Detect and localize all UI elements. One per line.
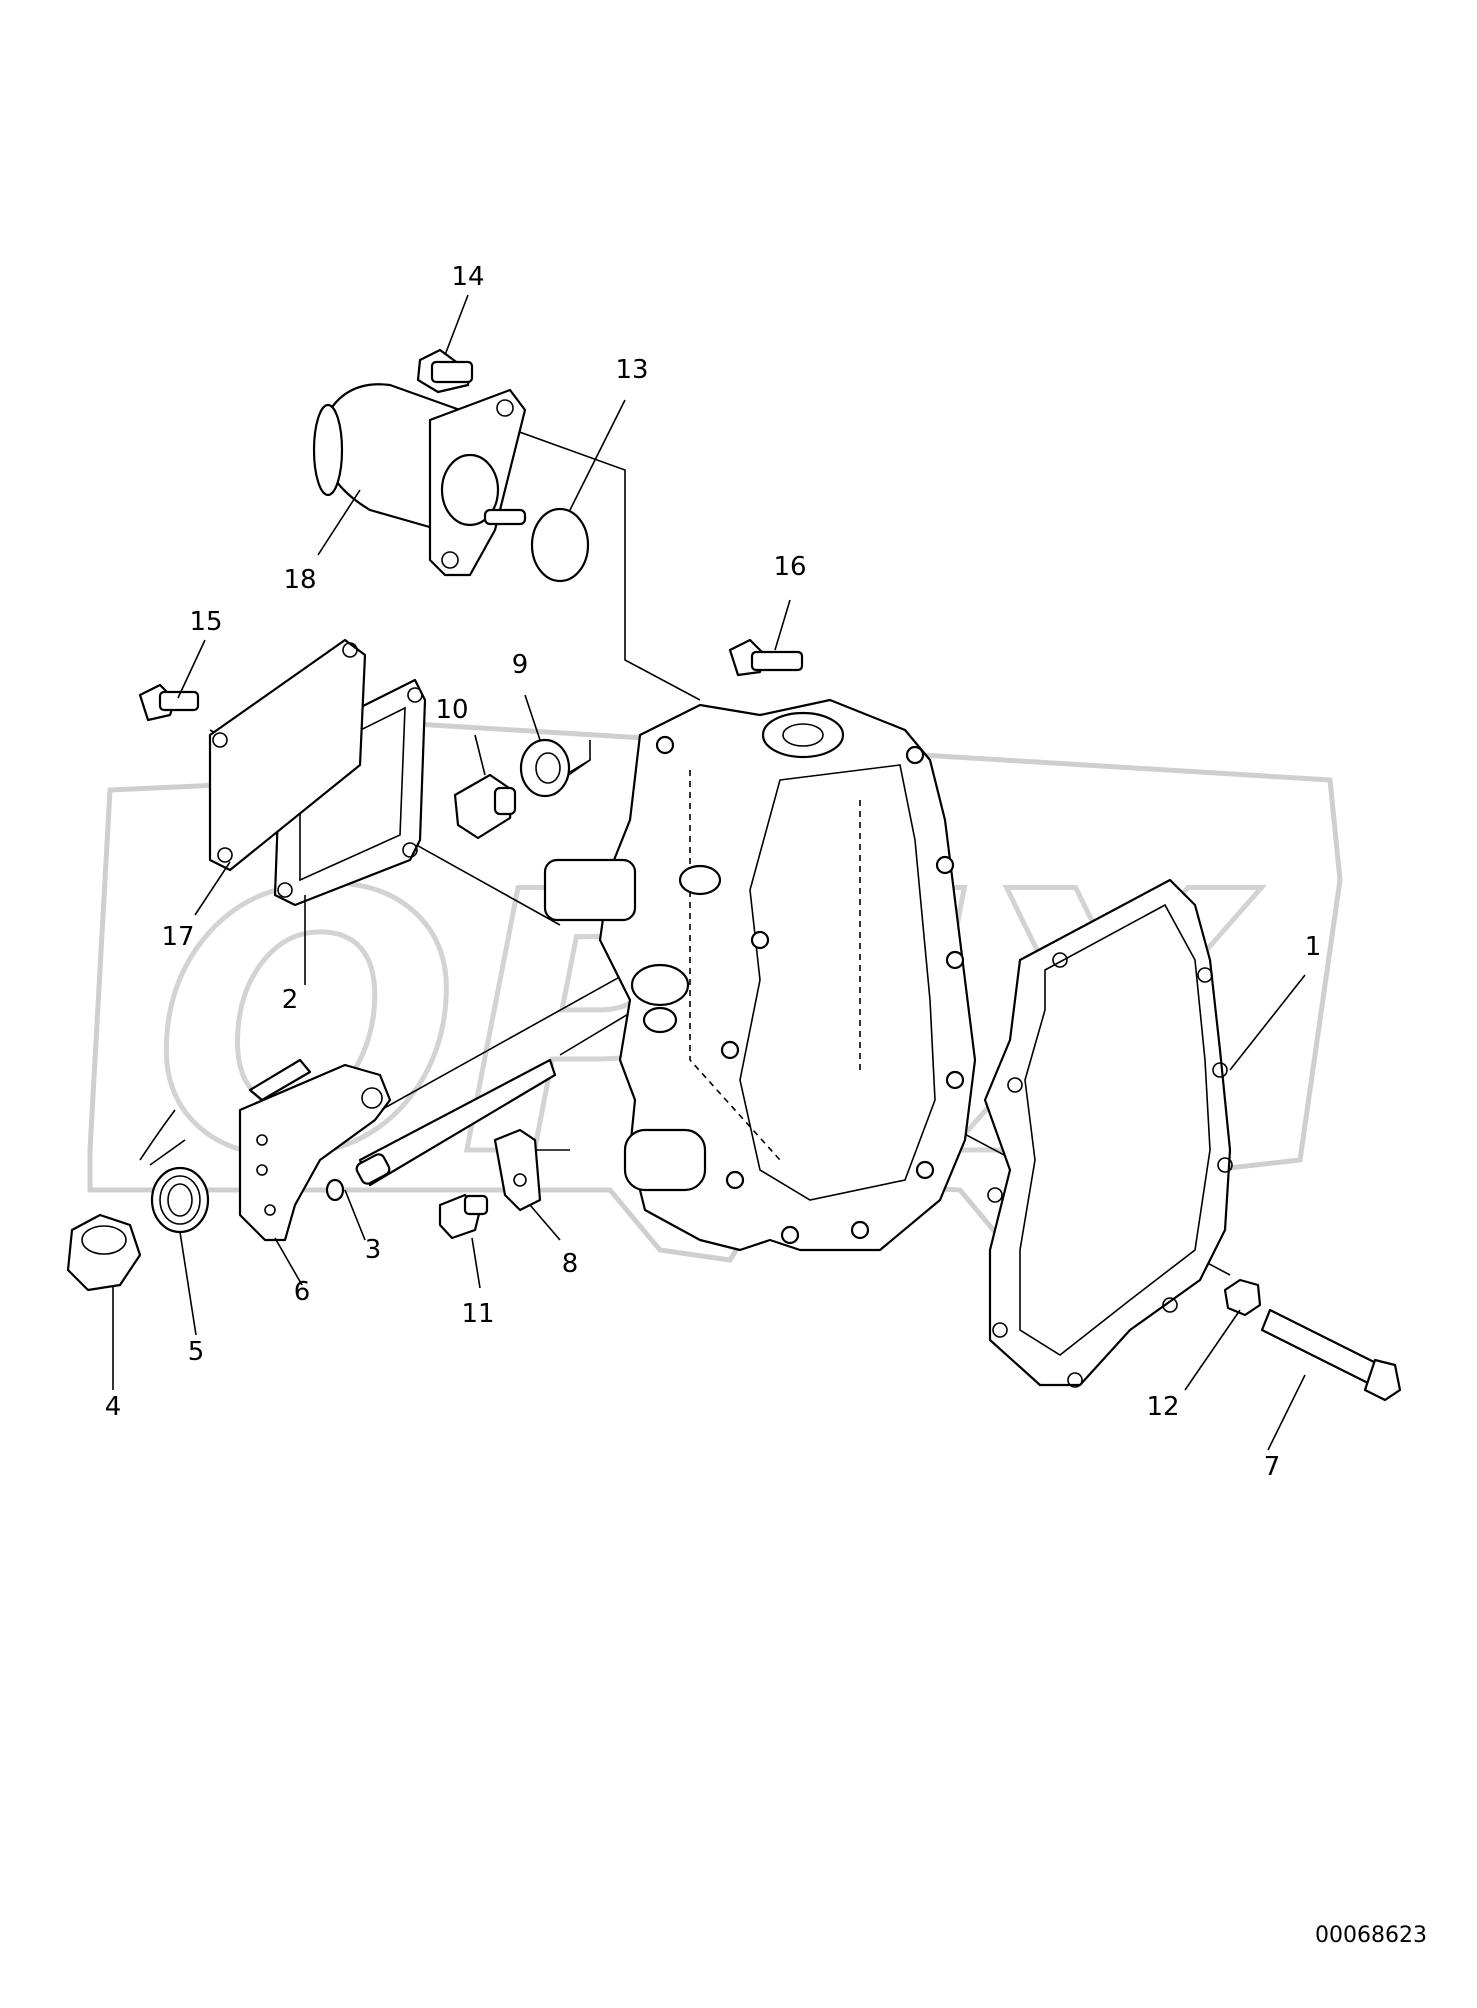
o-ring-disc [530,507,590,583]
gasket-large [983,878,1233,1388]
solenoid [312,383,527,577]
callout-4: 4 [105,1392,122,1422]
callout-labels: 1 2 3 4 5 6 7 8 9 10 11 12 13 14 15 16 1… [105,262,1322,1482]
plug-4 [66,1213,142,1292]
cover-plate [208,638,367,872]
shaft [355,1058,557,1187]
callout-6: 6 [294,1277,311,1307]
small-o-ring [325,1178,345,1202]
callout-18: 18 [283,565,316,595]
callout-7: 7 [1264,1452,1281,1482]
callout-16: 16 [773,552,806,582]
callout-10: 10 [435,695,468,725]
callout-11: 11 [461,1299,494,1329]
callout-12: 12 [1146,1392,1179,1422]
callout-15: 15 [189,607,222,637]
washer [519,738,571,798]
bracket [493,1128,542,1212]
callout-2: 2 [282,985,299,1015]
document-id: 00068623 [1315,1923,1427,1948]
bolt-14 [416,348,474,394]
leader-lines [112,294,1306,1451]
long-bolt [1260,1308,1402,1402]
callout-3: 3 [365,1235,382,1265]
callout-5: 5 [188,1337,205,1367]
nut [1223,1278,1262,1317]
callout-8: 8 [562,1249,579,1279]
callout-17: 17 [161,922,194,952]
callout-13: 13 [615,355,648,385]
callout-9: 9 [512,650,529,680]
bolt-11 [438,1193,489,1240]
bolt-15 [138,683,200,722]
torsion-spring [139,1109,210,1234]
plug-10 [453,773,517,840]
lever-plate [238,1058,392,1242]
callout-14: 14 [451,262,484,292]
bolt-16 [728,638,804,677]
callout-1: 1 [1305,932,1322,962]
main-housing [543,698,977,1252]
